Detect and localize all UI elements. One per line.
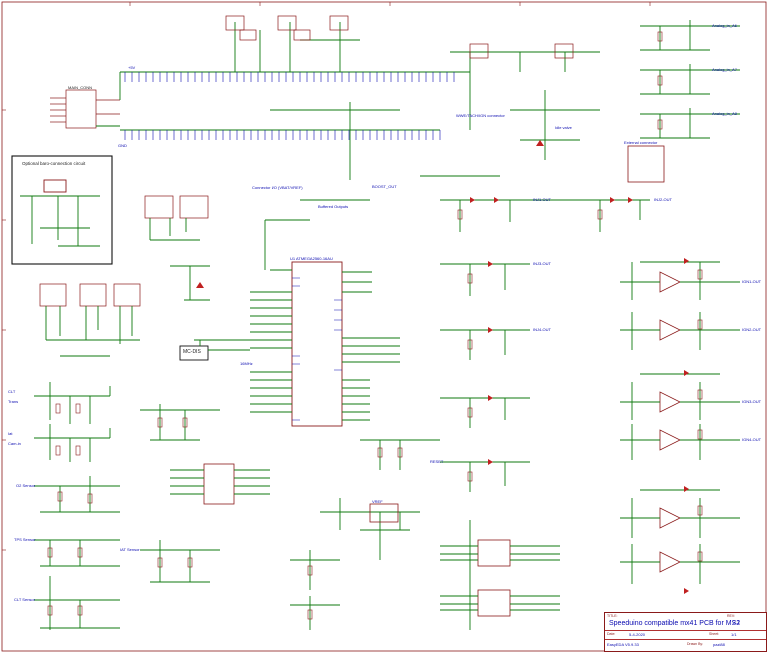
net-left-4: O2 Sensor bbox=[16, 483, 36, 488]
baro-box-title: Optional baro-connection circuit bbox=[22, 161, 86, 166]
sheet-caption: Sheet: bbox=[709, 632, 720, 636]
mcu-right-wires bbox=[342, 271, 400, 421]
net-left-0: CLT bbox=[8, 389, 16, 394]
driver-ic-2 bbox=[477, 589, 511, 617]
boost-label: BOOST_OUT bbox=[372, 184, 397, 189]
title-block: TITLE: Speeduino compatible mx41 PCB for… bbox=[604, 612, 767, 652]
mcu-pin-ticks bbox=[292, 277, 342, 421]
baro-wires bbox=[20, 179, 100, 247]
analog-in-a7: Analog_in_A7 bbox=[712, 67, 737, 72]
ext-conn-label: External connector bbox=[624, 140, 658, 145]
usb-connector bbox=[50, 89, 120, 129]
mc-wires bbox=[170, 265, 250, 351]
title-caption: TITLE: bbox=[607, 614, 618, 618]
net-right-7: INJ4-OUT bbox=[533, 327, 551, 332]
net-right-2: IGN3-OUT bbox=[742, 399, 762, 404]
analog-in-a8: Analog_in_A8 bbox=[712, 111, 737, 116]
tick-marks bbox=[2, 2, 651, 551]
net-right-3: IGN4-OUT bbox=[742, 437, 762, 442]
rev-value: 2.1 bbox=[733, 620, 740, 626]
net-left-3: Cam-in bbox=[8, 441, 21, 446]
mpx-sensors bbox=[39, 195, 209, 307]
comparator-ic bbox=[203, 463, 235, 505]
wwe-label: WWE/TACH/IGN connector bbox=[456, 113, 505, 118]
rev-caption: REV: bbox=[727, 614, 736, 618]
date-value: 5-4-2020 bbox=[629, 632, 646, 637]
title-block-divider bbox=[605, 630, 766, 631]
vref-label: VREF bbox=[372, 499, 383, 504]
connector-label: Connector I/O (VBAT/VREF) bbox=[252, 185, 303, 190]
crystal-label: 16MHz bbox=[240, 361, 253, 366]
driver-wires bbox=[440, 520, 560, 630]
regulator-wires bbox=[290, 439, 440, 630]
drawn-value: pazi88 bbox=[713, 642, 725, 647]
regulator-body bbox=[369, 503, 399, 523]
net-right-5: INJ2-OUT bbox=[654, 197, 672, 202]
gnd-label: GND bbox=[118, 143, 127, 148]
net-right-6: INJ3-OUT bbox=[533, 261, 551, 266]
sheet-value: 1/1 bbox=[731, 632, 737, 637]
driver-ic-1 bbox=[477, 539, 511, 567]
ignition-opamps bbox=[659, 271, 681, 573]
mcu-left-wires bbox=[250, 269, 292, 413]
reset-label: RESET bbox=[430, 459, 444, 464]
usb-wires bbox=[96, 72, 121, 127]
net-left-7: IAT Sensor bbox=[120, 547, 140, 552]
idle-label: Idle valve bbox=[555, 125, 572, 130]
net-right-4: INJ1-OUT bbox=[533, 197, 551, 202]
mcu-label: U1 ATMEGA2560-16AU bbox=[290, 256, 333, 261]
top-bus-wires bbox=[120, 22, 600, 270]
net-right-0: IGN1-OUT bbox=[742, 279, 762, 284]
injector-wires bbox=[420, 175, 650, 492]
ignition-wires bbox=[620, 261, 740, 584]
title-block-divider-2 bbox=[605, 639, 766, 640]
mc-dis-label: MC-DIS bbox=[183, 349, 201, 355]
supply-label: +5V bbox=[128, 65, 136, 70]
baro-box bbox=[11, 155, 113, 265]
passive-components bbox=[47, 31, 703, 620]
ext-connector-body bbox=[627, 145, 665, 183]
analog-right-wires bbox=[640, 20, 740, 139]
analog-left-wires bbox=[34, 382, 220, 630]
net-left-2: Iat bbox=[8, 431, 13, 436]
mpx-wires bbox=[45, 218, 200, 357]
net-left-6: CLT Sensor bbox=[14, 597, 35, 602]
schematic-title: Speeduino compatible mx41 PCB for MS2 bbox=[609, 620, 741, 627]
date-caption: Date: bbox=[607, 632, 616, 636]
drawn-caption: Drawn By: bbox=[687, 642, 704, 646]
comparator-wires bbox=[170, 469, 270, 495]
net-right-1: IGN2-OUT bbox=[742, 327, 762, 332]
software-value: EasyEDA V5.9.33 bbox=[607, 642, 639, 647]
net-left-1: Trans bbox=[8, 399, 19, 404]
usb-label: MAIN_CONN bbox=[68, 85, 93, 90]
top-mosfets bbox=[225, 15, 574, 59]
analog-in-a6: Analog_in_A6 bbox=[712, 23, 737, 28]
diode-symbols bbox=[196, 140, 689, 594]
buffer-label: Buffered Outputs bbox=[318, 204, 349, 209]
mcu-body bbox=[291, 261, 343, 427]
header-pins bbox=[124, 72, 455, 140]
net-left-5: TPS Sensor bbox=[14, 537, 36, 542]
mc-dis-box bbox=[179, 345, 209, 361]
